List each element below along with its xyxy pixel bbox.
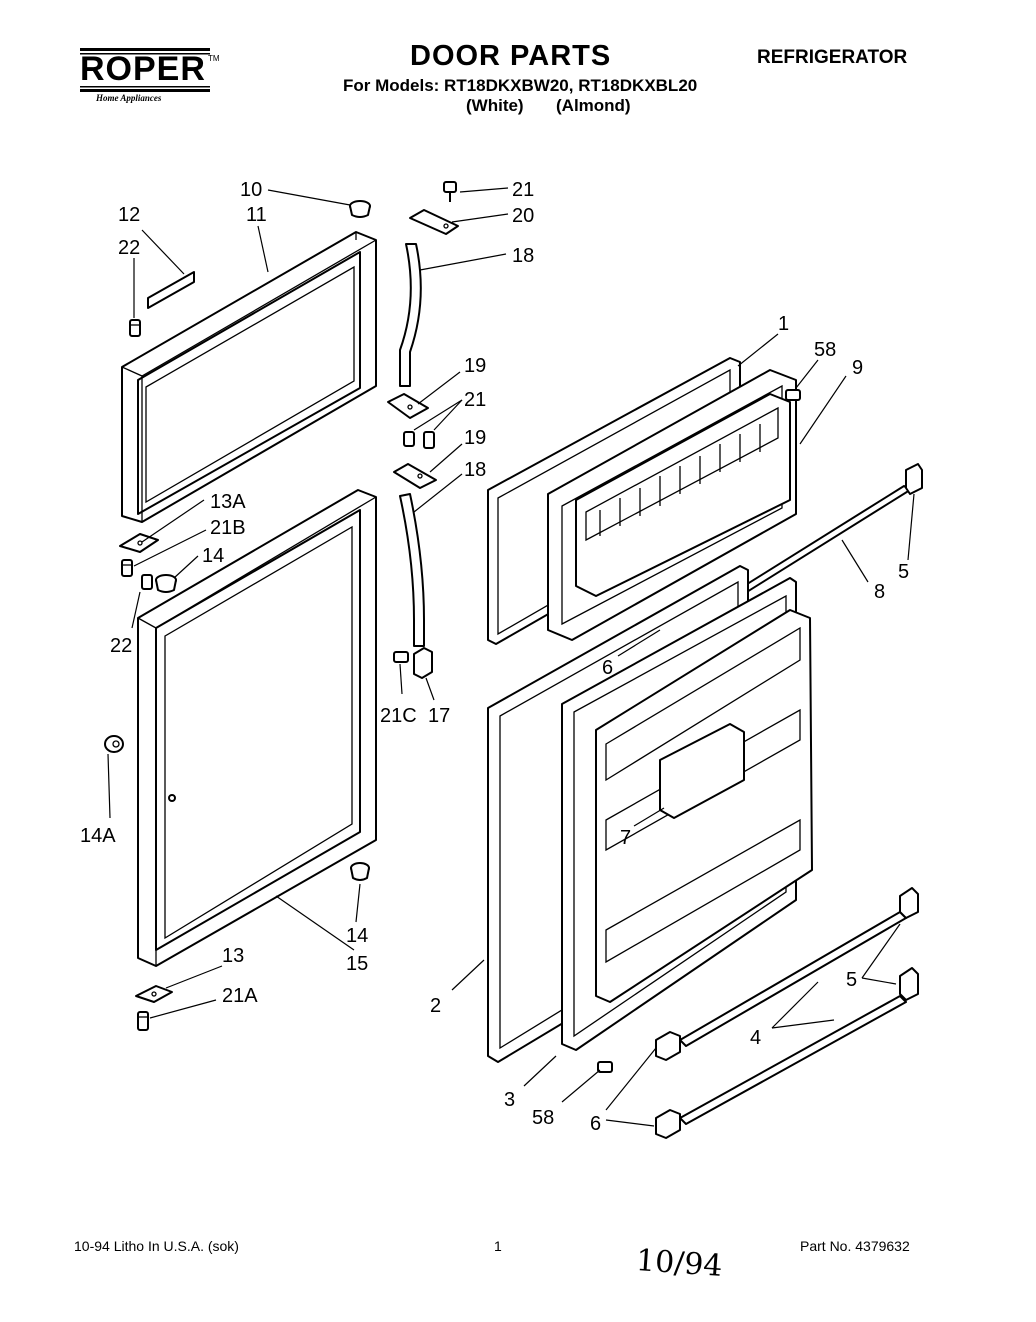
label-21A: 21A: [222, 985, 258, 1007]
label-8: 8: [874, 581, 885, 603]
label-58-lower: 58: [532, 1107, 554, 1129]
label-58-upper: 58: [814, 339, 836, 361]
screw-21-top: [443, 181, 457, 202]
shelf-bar-4-lower: [679, 995, 907, 1125]
freezer-door-panel: [121, 231, 377, 523]
label-21C: 21C: [380, 705, 417, 727]
hinge-13: [135, 985, 173, 1003]
category-label: REFRIGERATOR: [757, 47, 908, 68]
gasket-strip-18-upper: [399, 243, 422, 387]
hinge-19-lower: [393, 463, 437, 489]
label-13: 13: [222, 945, 244, 967]
label-21-middle: 21: [464, 389, 486, 411]
label-2: 2: [430, 995, 441, 1017]
end-cap-5-lower: [899, 967, 919, 1001]
screw-58-upper: [785, 389, 801, 401]
end-cap-5-middle: [899, 887, 919, 919]
plug-14-lower: [350, 862, 370, 881]
freezer-door-liner: [547, 369, 797, 641]
part-number: Part No. 4379632: [800, 1238, 910, 1254]
color-almond: (Almond): [556, 96, 631, 115]
screw-21b: [121, 559, 133, 577]
fresh-food-door-panel: [137, 489, 377, 967]
page-title: DOOR PARTS: [410, 40, 612, 72]
label-17: 17: [428, 705, 450, 727]
brand-trademark: TM: [208, 54, 220, 63]
label-21B: 21B: [210, 517, 246, 539]
hinge-13a: [119, 533, 159, 553]
screw-22-top: [129, 319, 141, 337]
bracket-17: [413, 647, 433, 679]
label-12: 12: [118, 204, 140, 226]
label-3: 3: [504, 1089, 515, 1111]
screw-21c: [393, 651, 409, 663]
label-19-upper: 19: [464, 355, 486, 377]
label-1: 1: [778, 313, 789, 335]
grommet-14a: [104, 735, 124, 753]
screw-22-lower: [141, 574, 153, 590]
label-20: 20: [512, 205, 534, 227]
label-18-upper: 18: [512, 245, 534, 267]
label-15: 15: [346, 953, 368, 975]
label-19-lower: 19: [464, 427, 486, 449]
label-5-lower: 5: [846, 969, 857, 991]
brand-subtitle: Home Appliances: [96, 93, 162, 103]
label-10: 10: [240, 179, 262, 201]
roper-logo: [78, 48, 218, 108]
brand-name: ROPER: [80, 50, 206, 88]
screw-21a: [137, 1011, 149, 1031]
label-22-top: 22: [118, 237, 140, 259]
logo-rules: [80, 48, 210, 92]
handwritten-date: 10/94: [634, 1243, 724, 1284]
nameplate: [147, 271, 195, 309]
litho-line: 10-94 Litho In U.S.A. (sok): [74, 1238, 239, 1254]
label-21-top: 21: [512, 179, 534, 201]
page-number: 1: [494, 1238, 502, 1254]
part-labels: 10 11 12 22 21 20 18 19 21 19 18 13A 21B…: [80, 179, 909, 1135]
models-line: For Models: RT18DKXBW20, RT18DKXBL20: [343, 76, 698, 95]
label-18-lower: 18: [464, 459, 486, 481]
screws-21-middle: [403, 431, 435, 449]
gasket-strip-18-lower: [399, 493, 425, 647]
color-white: (White): [466, 96, 524, 115]
label-7: 7: [620, 827, 631, 849]
label-5-top: 5: [898, 561, 909, 583]
plug-14-upper: [155, 574, 177, 593]
label-22-lower: 22: [110, 635, 132, 657]
label-6-lower: 6: [590, 1113, 601, 1135]
label-6-upper: 6: [602, 657, 613, 679]
end-cap-6-lower: [655, 1109, 681, 1139]
label-11: 11: [246, 204, 267, 226]
hinge-cap-top: [349, 200, 371, 218]
label-14-upper: 14: [202, 545, 224, 567]
label-4: 4: [750, 1027, 761, 1049]
screw-58-lower: [597, 1061, 613, 1073]
hinge-19-upper: [387, 393, 429, 419]
label-13A: 13A: [210, 491, 246, 513]
label-14-lower: 14: [346, 925, 368, 947]
leader-lines: [107, 187, 915, 1127]
end-cap-5-top: [905, 463, 923, 495]
hinge-20: [409, 209, 459, 235]
label-14A: 14A: [80, 825, 116, 847]
end-cap-6-middle: [655, 1031, 681, 1061]
label-9: 9: [852, 357, 863, 379]
